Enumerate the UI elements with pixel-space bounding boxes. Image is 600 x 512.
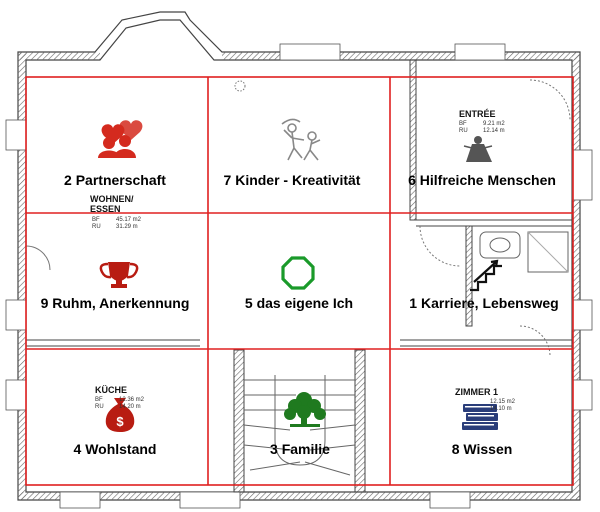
metric-value: 12.15 m2: [490, 399, 516, 405]
octagon-icon: [281, 256, 315, 290]
helper-figure-icon: [463, 136, 493, 162]
zone-label-kinder: 7 Kinder - Kreativität: [223, 172, 361, 188]
metric-value: 14.20 m: [119, 404, 141, 410]
metric-key: RU: [92, 224, 101, 230]
room-name-line: ESSEN: [90, 204, 121, 214]
bagua-grid: [25, 76, 574, 486]
inner-walls: [25, 59, 572, 493]
tree-icon: [284, 392, 326, 427]
metric-key: BF: [95, 397, 103, 403]
money-bag-icon: $: [105, 398, 135, 432]
zone-label-wohlstand: 4 Wohlstand: [73, 441, 157, 457]
room-metrics-zimmer: 12.15 m2 14.10 m: [490, 399, 515, 413]
stairs-arrow-icon: [470, 259, 502, 292]
room-name-line: WOHNEN/: [90, 194, 134, 204]
zone-label-karriere: 1 Karriere, Lebensweg: [409, 295, 559, 311]
room-name-kueche: KÜCHE: [95, 385, 128, 395]
room-metrics-entree: BF 9.21 m2 RU 12.14 m: [459, 121, 505, 135]
children-playing-icon: [281, 118, 321, 161]
zone-label-hilfreiche: 6 Hilfreiche Menschen: [408, 172, 556, 188]
metric-key: RU: [459, 128, 468, 134]
couple-icon: [98, 120, 143, 158]
room-name-entree: ENTRÉE: [459, 109, 496, 119]
room-metrics-kueche: BF 12.36 m2 RU 14.20 m: [95, 397, 144, 411]
room-name-zimmer: ZIMMER 1: [455, 387, 499, 397]
books-icon: [462, 404, 498, 430]
zone-label-ich: 5 das eigene Ich: [244, 295, 354, 311]
metric-key: RU: [95, 404, 104, 410]
zone-label-partnerschaft: 2 Partnerschaft: [64, 172, 166, 188]
room-metrics-wohnen: BF 45.17 m2 RU 31.29 m: [92, 217, 141, 231]
metric-key: BF: [92, 217, 100, 223]
room-name-wohnen: WOHNEN/ ESSEN: [90, 194, 134, 214]
metric-key: BF: [459, 121, 467, 127]
zone-label-wissen: 8 Wissen: [451, 441, 513, 457]
metric-value: 9.21 m2: [483, 121, 505, 127]
metric-value: 45.17 m2: [116, 217, 142, 223]
metric-value: 12.14 m: [483, 128, 505, 134]
metric-value: 14.10 m: [490, 406, 512, 412]
metric-value: 12.36 m2: [119, 397, 145, 403]
svg-text:$: $: [116, 414, 124, 429]
trophy-icon: [99, 262, 139, 288]
zone-label-familie: 3 Familie: [270, 441, 330, 457]
outer-walls: [5, 11, 593, 509]
metric-value: 31.29 m: [116, 224, 138, 230]
zone-label-ruhm: 9 Ruhm, Anerkennung: [40, 295, 190, 311]
